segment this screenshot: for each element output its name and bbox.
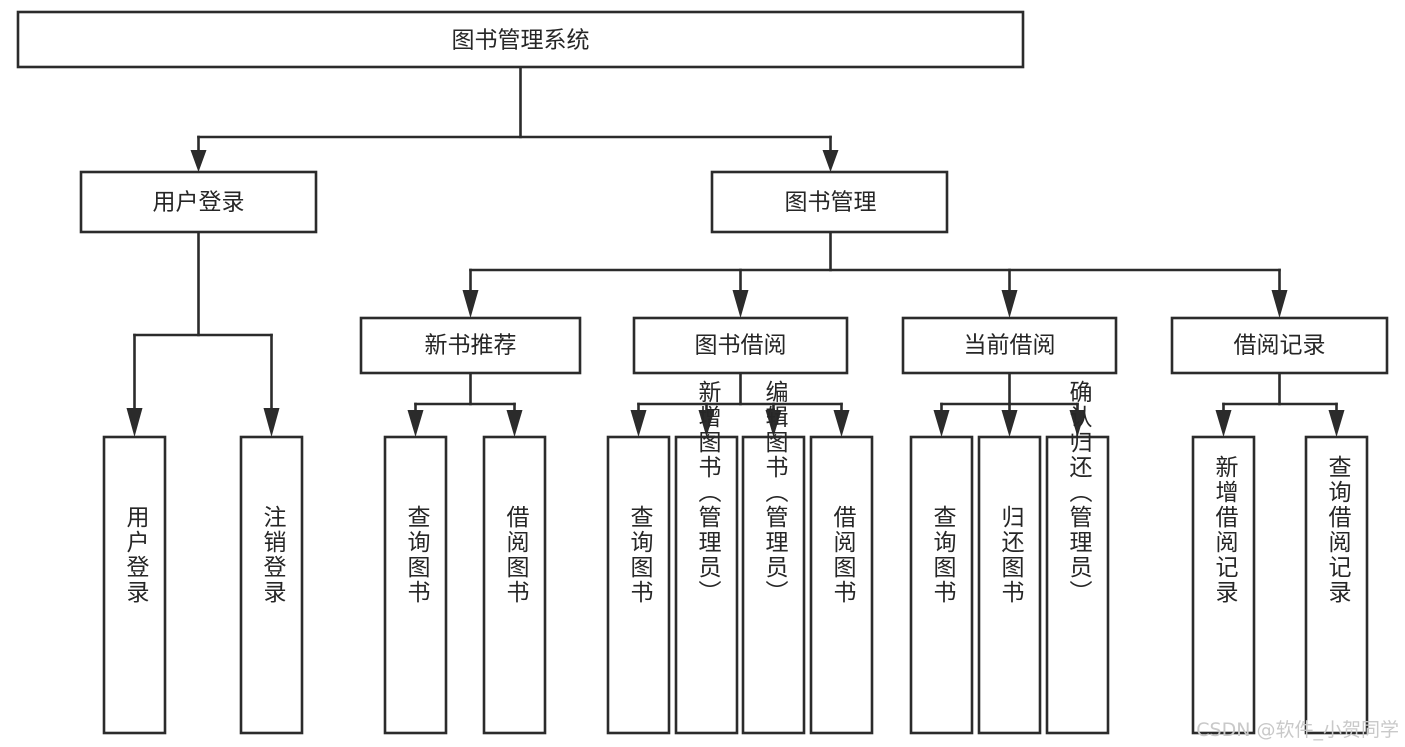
- leaf-current-return-box[interactable]: [977, 435, 1042, 735]
- leaf-borrow-add-book-box[interactable]: [674, 435, 739, 735]
- node-new-book-recommend-label: 新书推荐: [425, 333, 517, 359]
- leaf-records-add-box[interactable]: [1191, 435, 1256, 735]
- leaf-node[interactable]: 编辑图书（管理员）: [741, 380, 806, 735]
- leaf-node[interactable]: 归还图书: [977, 435, 1042, 735]
- leaf-current-confirm-return-box[interactable]: [1045, 435, 1110, 735]
- leaf-logout-box[interactable]: [239, 435, 304, 735]
- node-user-login-label: 用户登录: [153, 190, 245, 216]
- leaf-node[interactable]: 新增借阅记录: [1191, 435, 1256, 735]
- node-root-label: 图书管理系统: [452, 28, 590, 54]
- node-root-box[interactable]: [16, 10, 1025, 69]
- arrow-new-books-to-leaf-1: [506, 410, 523, 437]
- leaf-current-return-label: 归还图书: [997, 505, 1025, 605]
- leaf-new-books-borrow-label: 借阅图书: [502, 505, 530, 605]
- leaf-node[interactable]: 查询图书: [606, 435, 671, 735]
- arrow-book-mgmt-to-new-books: [462, 290, 479, 318]
- node-borrow-records-label: 借阅记录: [1234, 333, 1326, 359]
- node-current-borrow[interactable]: 当前借阅: [901, 316, 1118, 375]
- arrow-user-login-to-leaf-0: [126, 408, 143, 437]
- csdn-watermark: CSDN @软件_小贺同学: [1196, 719, 1399, 741]
- leaf-user-login-label: 用户登录: [122, 505, 150, 605]
- leaf-borrow-query-box[interactable]: [606, 435, 671, 735]
- arrow-root-to-book-mgmt: [822, 150, 839, 172]
- arrow-borrow-to-leaf-3: [833, 410, 850, 437]
- leaf-new-books-borrow-box[interactable]: [482, 435, 547, 735]
- leaf-current-query-box[interactable]: [909, 435, 974, 735]
- leaf-new-books-query-label: 查询图书: [403, 505, 431, 605]
- node-user-login-box[interactable]: [79, 170, 318, 234]
- leaf-node[interactable]: 查询借阅记录: [1304, 435, 1369, 735]
- leaf-node[interactable]: 用户登录: [102, 435, 167, 735]
- node-user-login[interactable]: 用户登录: [79, 170, 318, 234]
- leaf-new-books-query-box[interactable]: [383, 435, 448, 735]
- arrow-book-mgmt-to-records: [1271, 290, 1288, 318]
- arrow-book-mgmt-to-borrow: [732, 290, 749, 318]
- node-book-management-box[interactable]: [710, 170, 949, 234]
- leaf-borrow-borrow-book-label: 借阅图书: [829, 505, 857, 605]
- arrow-current-to-leaf-2: [1069, 410, 1086, 437]
- arrow-book-mgmt-to-current: [1001, 290, 1018, 318]
- arrow-records-to-leaf-0: [1215, 410, 1232, 437]
- leaf-node[interactable]: 借阅图书: [809, 435, 874, 735]
- leaf-node[interactable]: 确认归还（管理员）: [1045, 380, 1110, 735]
- leaf-current-confirm-return-label: 确认归还（管理员）: [1065, 380, 1093, 605]
- arrow-borrow-to-leaf-0: [630, 410, 647, 437]
- leaf-node[interactable]: 借阅图书: [482, 435, 547, 735]
- arrow-records-to-leaf-1: [1328, 410, 1345, 437]
- node-book-borrow-label: 图书借阅: [695, 333, 787, 359]
- connector-layer: [126, 65, 1345, 437]
- leaf-logout-label: 注销登录: [259, 505, 287, 605]
- node-current-borrow-label: 当前借阅: [964, 333, 1056, 359]
- leaf-user-login-box[interactable]: [102, 435, 167, 735]
- node-borrow-records-box[interactable]: [1170, 316, 1389, 375]
- arrow-borrow-to-leaf-1: [698, 410, 715, 437]
- leaf-records-add-label: 新增借阅记录: [1211, 455, 1239, 605]
- leaf-borrow-edit-book-label: 编辑图书（管理员）: [761, 380, 789, 605]
- node-root-library-system[interactable]: 图书管理系统: [16, 10, 1025, 69]
- node-current-borrow-box[interactable]: [901, 316, 1118, 375]
- node-book-borrow[interactable]: 图书借阅: [632, 316, 849, 375]
- leaf-borrow-query-label: 查询图书: [626, 505, 654, 605]
- leaf-borrow-edit-book-box[interactable]: [741, 435, 806, 735]
- arrow-root-to-user-login: [190, 150, 207, 172]
- leaf-node[interactable]: 查询图书: [909, 435, 974, 735]
- arrow-borrow-to-leaf-2: [765, 410, 782, 437]
- leaf-borrow-add-book-label: 新增图书（管理员）: [694, 380, 722, 605]
- node-book-management[interactable]: 图书管理: [710, 170, 949, 234]
- arrow-user-login-to-leaf-1: [263, 408, 280, 437]
- node-book-management-label: 图书管理: [785, 190, 877, 216]
- leaf-records-query-box[interactable]: [1304, 435, 1369, 735]
- arrow-new-books-to-leaf-0: [407, 410, 424, 437]
- arrow-current-to-leaf-1: [1001, 410, 1018, 437]
- leaf-node[interactable]: 查询图书: [383, 435, 448, 735]
- leaf-borrow-borrow-book-box[interactable]: [809, 435, 874, 735]
- node-new-book-recommend-box[interactable]: [359, 316, 582, 375]
- node-new-book-recommend[interactable]: 新书推荐: [359, 316, 582, 375]
- leaf-node[interactable]: 注销登录: [239, 435, 304, 735]
- leaf-current-query-label: 查询图书: [929, 505, 957, 605]
- leaf-records-query-label: 查询借阅记录: [1324, 455, 1352, 605]
- node-borrow-records[interactable]: 借阅记录: [1170, 316, 1389, 375]
- node-book-borrow-box[interactable]: [632, 316, 849, 375]
- arrow-current-to-leaf-0: [933, 410, 950, 437]
- leaf-node[interactable]: 新增图书（管理员）: [674, 380, 739, 735]
